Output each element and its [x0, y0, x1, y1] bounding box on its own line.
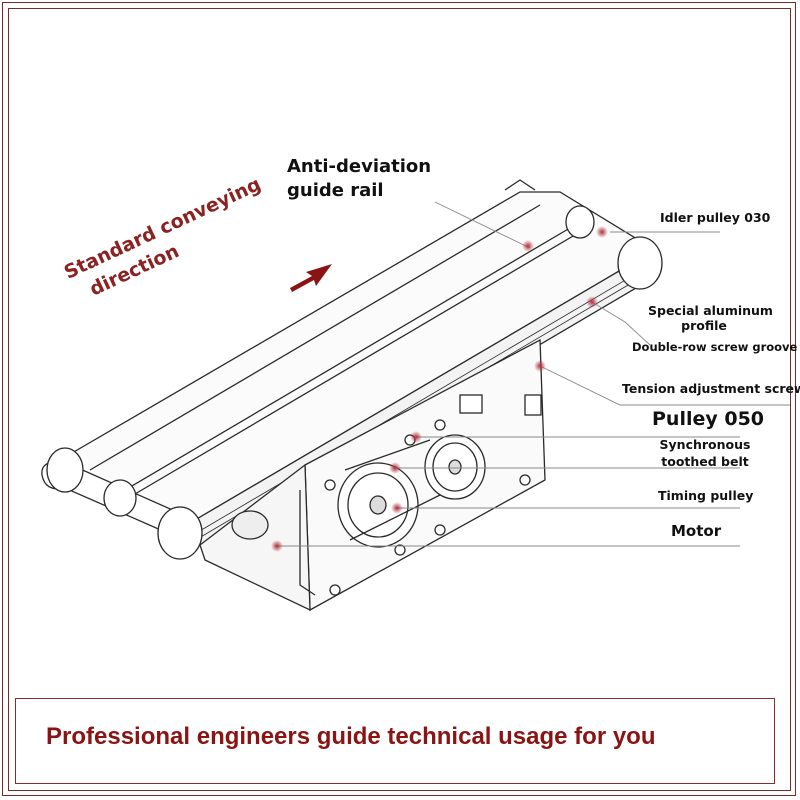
- label-profile-line2: profile: [681, 318, 727, 333]
- label-screw-groove: Double-row screw groove: [632, 340, 798, 354]
- label-idler-pulley: Idler pulley 030: [660, 210, 771, 225]
- leader-lines: [275, 201, 790, 547]
- pulley-assembly: [324, 419, 531, 596]
- inner-frame: [8, 8, 791, 791]
- label-profile-line1: Special aluminum: [648, 303, 773, 318]
- direction-arrow-icon: [290, 264, 332, 292]
- label-motor: Motor: [671, 522, 722, 540]
- banner-text: Professional engineers guide technical u…: [46, 723, 656, 750]
- label-guide-rail-line1: Anti-deviation: [287, 156, 432, 177]
- bottom-banner: Professional engineers guide technical u…: [15, 698, 775, 784]
- label-guide-rail-line2: guide rail: [287, 180, 384, 201]
- label-timing-pulley: Timing pulley: [658, 488, 754, 503]
- highlight-dots: [271, 226, 608, 552]
- label-belt-line2: toothed belt: [661, 454, 749, 469]
- label-tension-screw: Tension adjustment screw: [622, 381, 800, 396]
- label-belt-line1: Synchronous: [659, 437, 751, 452]
- label-pulley-050: Pulley 050: [652, 408, 765, 430]
